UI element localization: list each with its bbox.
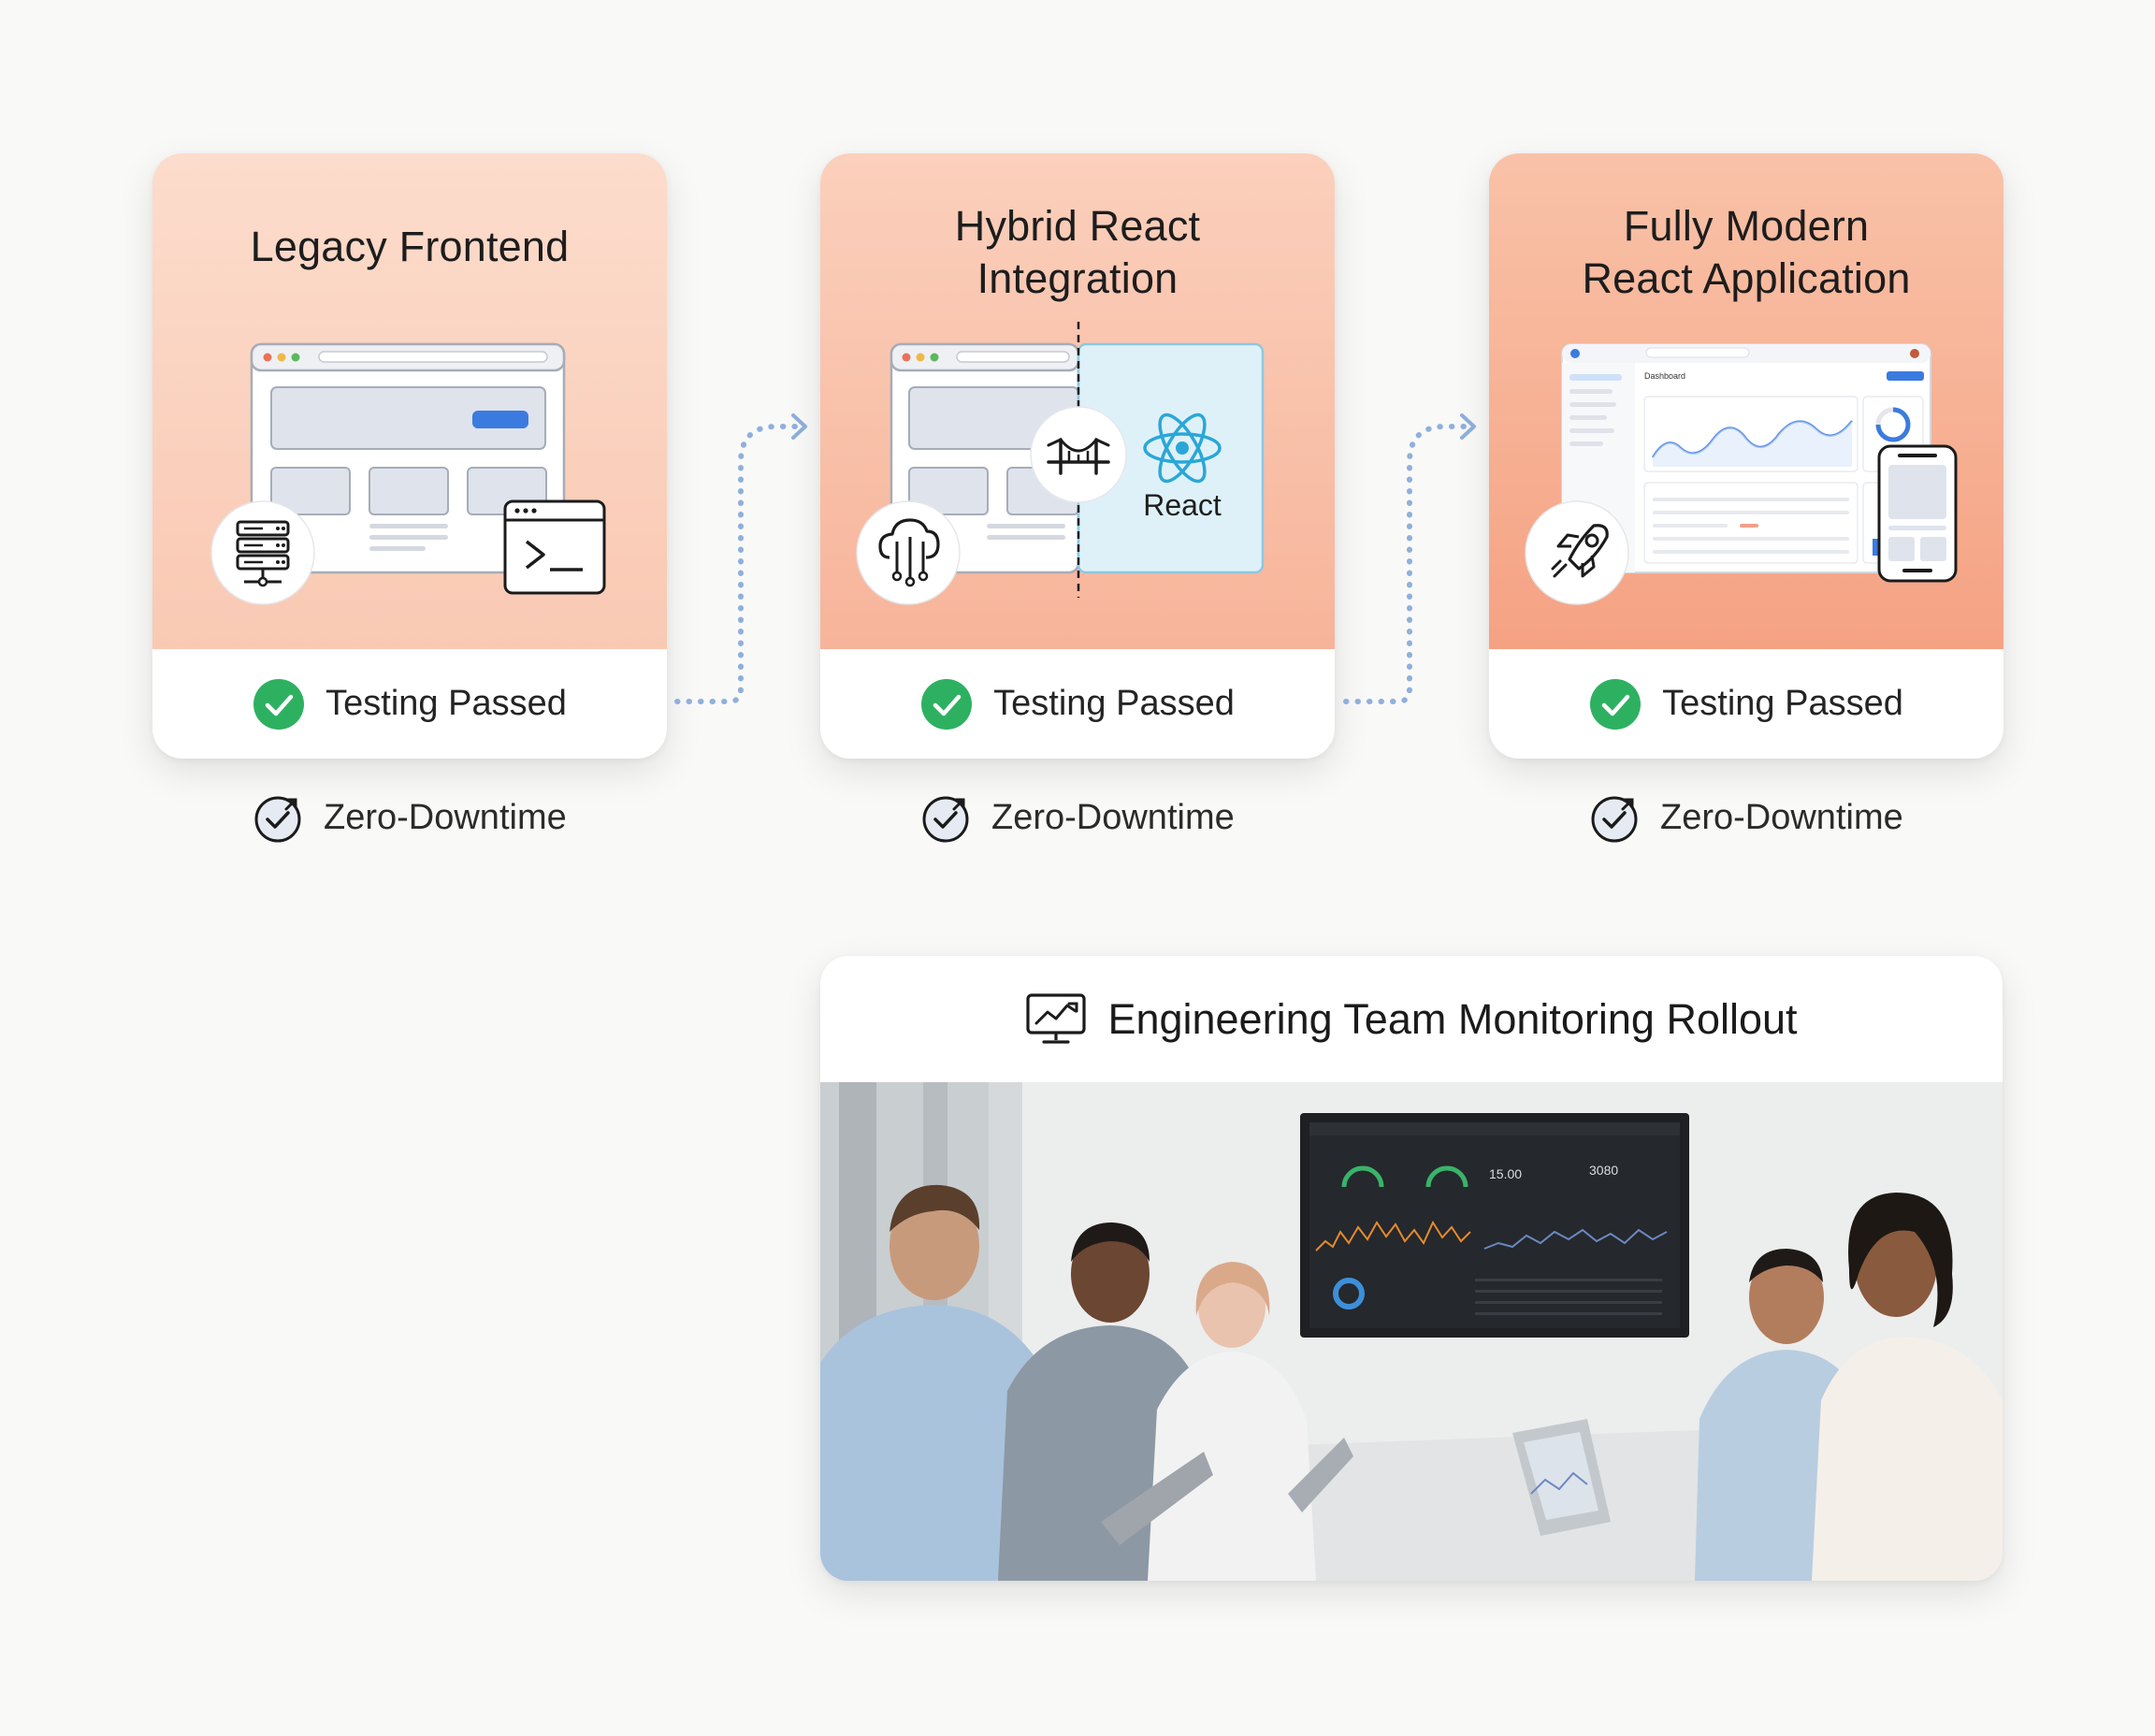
browser-window-icon [250,342,566,574]
stage-card-header: Fully Modern React Application [1489,153,2003,649]
team-members [820,1184,2003,1581]
status-label: Testing Passed [1662,684,1903,723]
stage-title: Fully Modern React Application [1582,202,1911,302]
tv-metric-1: 15.00 [1489,1166,1522,1181]
stage-card-hybrid: Hybrid React Integration [820,153,1335,759]
refresh-check-icon [922,796,969,843]
monitoring-card: Engineering Team Monitoring Rollout 15.0… [820,956,2003,1581]
zero-downtime-row: Zero-Downtime [1587,788,1903,847]
check-circle-icon [1590,678,1642,730]
legacy-illustration [210,342,606,605]
stage-card-header: Hybrid React Integration [820,153,1335,649]
laptops [1101,1419,1611,1545]
dashboard-tv: 15.00 3080 [1300,1113,1689,1338]
dashboard-label: Dashboard [1644,371,1686,381]
stage-card-header: Legacy Frontend [152,153,667,649]
zero-downtime-label: Zero-Downtime [1660,797,1903,837]
zero-downtime-row: Zero-Downtime [251,788,567,847]
stage-title: Legacy Frontend [250,223,570,270]
monitoring-title: Engineering Team Monitoring Rollout [1107,994,1798,1043]
flow-connector [674,413,807,704]
react-label: React [1143,488,1222,522]
cloud-network-icon [856,500,961,605]
check-circle-icon [921,678,973,730]
flow-connector [1343,413,1476,704]
terminal-icon [503,499,606,595]
refresh-check-icon [254,796,301,843]
monitor-chart-icon [1026,992,1087,1044]
stage-card-legacy: Legacy Frontend [152,153,667,759]
smartphone-icon [1877,444,1958,583]
react-logo-icon [1143,412,1222,484]
stage-title: Hybrid React Integration [954,202,1201,302]
status-label: Testing Passed [325,684,567,723]
zero-downtime-label: Zero-Downtime [991,797,1235,837]
monitoring-header: Engineering Team Monitoring Rollout [820,956,2003,1082]
status-row: Testing Passed [152,649,667,759]
tv-metric-2: 3080 [1589,1163,1618,1178]
status-row: Testing Passed [820,649,1335,759]
team-meeting-photo: 15.00 3080 [820,1082,2003,1581]
hybrid-illustration [856,322,1265,605]
status-row: Testing Passed [1489,649,2003,759]
check-circle-icon [253,678,305,730]
status-label: Testing Passed [993,684,1235,723]
zero-downtime-label: Zero-Downtime [324,797,567,837]
refresh-check-icon [1591,796,1638,843]
rocket-icon [1525,500,1629,605]
bridge-icon [1030,406,1127,503]
zero-downtime-row: Zero-Downtime [918,788,1235,847]
server-icon [210,500,315,605]
modern-illustration [1525,343,1958,605]
stage-card-modern: Fully Modern React Application [1489,153,2003,759]
